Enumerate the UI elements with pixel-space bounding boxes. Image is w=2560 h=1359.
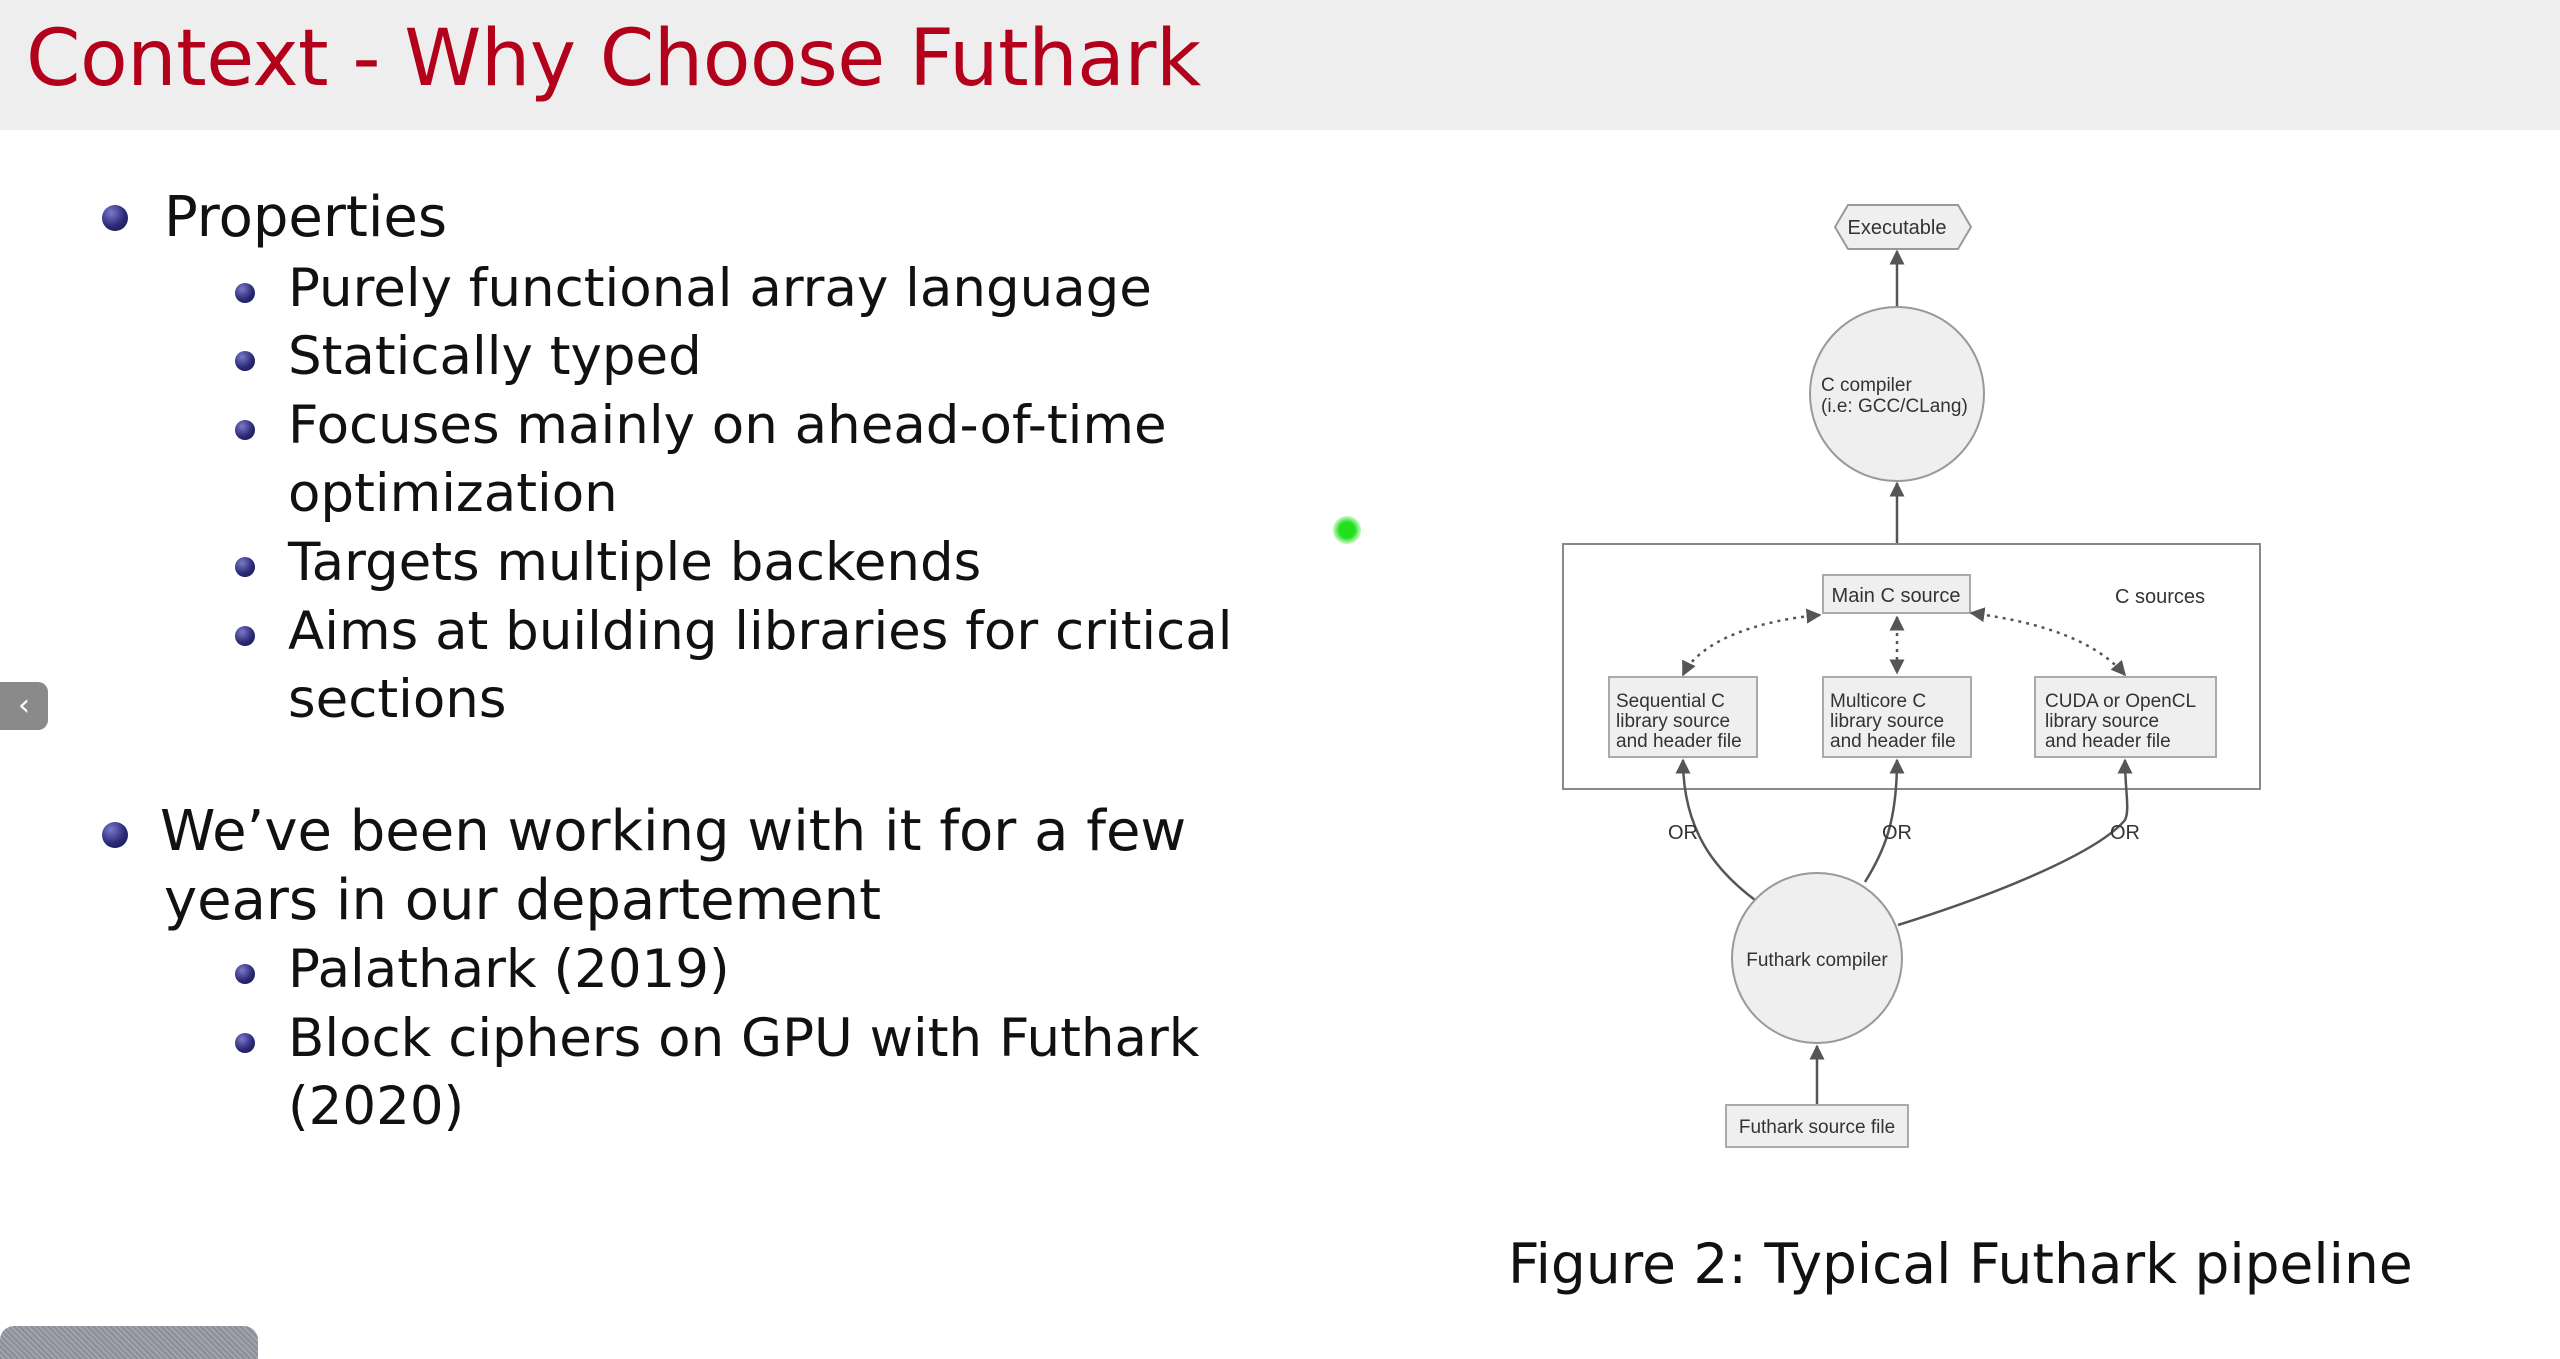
c-compiler-label-line2: (i.e: GCC/CLang): [1821, 396, 1968, 417]
or-label-multicore: OR: [1882, 822, 1912, 844]
sequential-c-node: [1608, 676, 1758, 758]
edge-main-cuda: [1969, 607, 2126, 677]
sub-bullet-marker: [235, 351, 255, 371]
bottom-panel-tab[interactable]: [0, 1326, 258, 1359]
laser-pointer: [1333, 516, 1361, 544]
bullet-experience-line2: years in our departement: [164, 868, 882, 933]
edge-futhark-to-sequential: [1675, 758, 1756, 901]
executable-label: Executable: [1848, 217, 1947, 239]
sub-bullet-palathark: Palathark (2019): [288, 939, 730, 1000]
sub-bullet-marker: [235, 626, 255, 646]
executable-node: [1833, 204, 1973, 250]
sub-bullet-libraries-line1: Aims at building libraries for critical: [288, 601, 1233, 662]
main-c-source-label: Main C source: [1832, 585, 1961, 607]
cuda-opencl-label-line1: CUDA or OpenCL: [2045, 691, 2196, 712]
futhark-compiler-label: Futhark compiler: [1746, 950, 1888, 971]
futhark-source-file-node: [1725, 1104, 1909, 1148]
sub-bullet-aot-line2: optimization: [288, 463, 618, 524]
slide-title-bar: [0, 0, 2560, 130]
multicore-c-label-line3: and header file: [1830, 731, 1956, 752]
sequential-c-label-line1: Sequential C: [1616, 691, 1725, 712]
multicore-c-node: [1822, 676, 1972, 758]
futhark-pipeline-diagram: Executable C compiler (i.e: GCC/CLang) C…: [1562, 204, 2261, 1148]
sub-bullet-marker: [235, 964, 255, 984]
c-sources-label: C sources: [2115, 586, 2205, 608]
sub-bullet-block-ciphers-line1: Block ciphers on GPU with Futhark: [288, 1008, 1200, 1069]
sub-bullet-functional: Purely functional array language: [288, 258, 1152, 319]
main-c-source-node: [1822, 574, 1971, 614]
bullet-marker: [102, 205, 128, 231]
sub-bullet-typed: Statically typed: [288, 326, 702, 387]
sub-bullet-marker: [235, 1033, 255, 1053]
sequential-c-label-line2: library source: [1616, 711, 1730, 732]
slide-title: Context - Why Choose Futhark: [26, 14, 1201, 104]
sub-bullet-marker: [235, 557, 255, 577]
cuda-opencl-label-line2: library source: [2045, 711, 2159, 732]
c-compiler-node: [1809, 306, 1985, 482]
multicore-c-label-line2: library source: [1830, 711, 1944, 732]
sequential-c-label-line3: and header file: [1616, 731, 1742, 752]
edge-futhark-to-cuda: [1897, 758, 2133, 927]
cuda-opencl-node: [2034, 676, 2217, 758]
sub-bullet-block-ciphers-line2: (2020): [288, 1076, 465, 1137]
futhark-source-file-label: Futhark source file: [1739, 1117, 1895, 1138]
prev-slide-button[interactable]: ‹: [0, 682, 48, 730]
sub-bullet-marker: [235, 420, 255, 440]
futhark-compiler-node: [1731, 872, 1903, 1044]
chevron-left-icon: ‹: [18, 688, 30, 723]
sub-bullet-backends: Targets multiple backends: [288, 532, 982, 593]
or-label-sequential: OR: [1668, 822, 1698, 844]
cuda-opencl-label-line3: and header file: [2045, 731, 2171, 752]
bullet-properties: Properties: [164, 185, 448, 250]
sub-bullet-marker: [235, 283, 255, 303]
or-label-cuda: OR: [2110, 822, 2140, 844]
edge-futhark-to-multicore: [1863, 758, 1905, 883]
bullet-marker: [102, 822, 128, 848]
multicore-c-label-line1: Multicore C: [1830, 691, 1926, 712]
bullet-experience-line1: We’ve been working with it for a few: [160, 799, 1187, 864]
sub-bullet-libraries-line2: sections: [288, 669, 507, 730]
c-compiler-label-line1: C compiler: [1821, 375, 1912, 396]
figure-caption: Figure 2: Typical Futhark pipeline: [1508, 1232, 2413, 1296]
sub-bullet-aot-line1: Focuses mainly on ahead-of-time: [288, 395, 1167, 456]
